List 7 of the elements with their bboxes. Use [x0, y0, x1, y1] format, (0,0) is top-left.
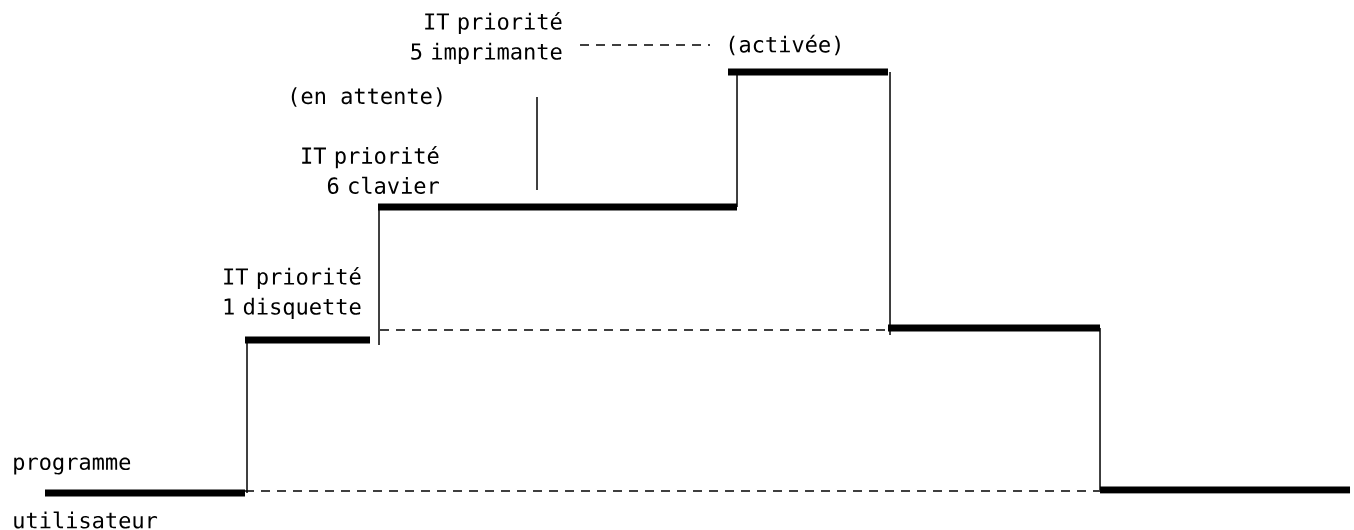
label-text: (activée) [729, 34, 840, 56]
label-text: utilisateur [14, 511, 158, 529]
label-text: IT priorité 1 disquette [224, 266, 361, 320]
label-text: IT priorité 6 clavier [302, 146, 439, 194]
label-text: IT priorité 5 imprimante [411, 11, 562, 65]
label-text: (en attente) [291, 87, 442, 107]
label-text: programme [14, 457, 131, 475]
